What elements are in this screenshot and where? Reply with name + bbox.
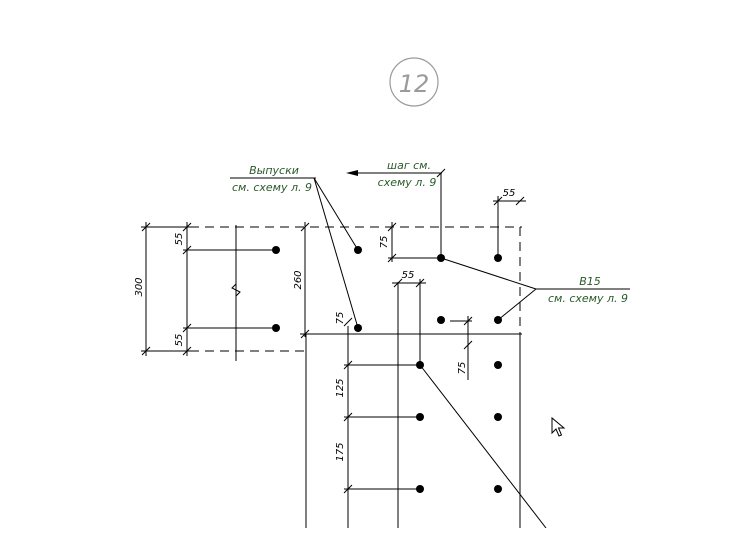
rebar-dot [416, 413, 424, 421]
dimension-55-right: 55 [493, 188, 526, 258]
rebar-dot [437, 316, 445, 324]
dimension-75-right: 75 [450, 316, 473, 380]
dim-260-label: 260 [293, 270, 304, 289]
dimension-55-mid: 55 [392, 270, 426, 365]
sheet-number: 12 [399, 70, 430, 98]
arrow-left-icon [346, 170, 358, 176]
callout-step: шаг см. схему л. 9 [346, 159, 446, 258]
dim-55-mid-label: 55 [402, 270, 415, 281]
dim-75-mid-label: 75 [335, 312, 346, 325]
dashed-outline [145, 226, 522, 352]
callout-step-line2: схему л. 9 [378, 176, 437, 189]
dim-55-top-label: 55 [174, 233, 185, 246]
sheet-number-circle [389, 57, 439, 107]
dim-55-right-label: 55 [503, 188, 516, 199]
dimension-300: 300 [134, 222, 192, 356]
sheet-number-marker: 12 [389, 57, 439, 107]
callout-outlets: Выпуски см. схему л. 9 [230, 164, 359, 329]
callout-step-line1: шаг см. [387, 159, 431, 172]
rebar-dot [272, 246, 280, 254]
callout-bar-line2: см. схему л. 9 [548, 292, 628, 305]
rebar-dot [272, 324, 280, 332]
dimension-260: 260 [293, 222, 310, 339]
diagonal-leader-line [419, 364, 547, 529]
mouse-cursor-icon [551, 416, 566, 437]
dim-75-upper-label: 75 [379, 236, 390, 249]
callout-bar: B15 см. схему л. 9 [440, 257, 630, 321]
dim-125-label: 125 [335, 378, 346, 397]
dim-175-label: 175 [335, 442, 346, 461]
rebar-dot [416, 485, 424, 493]
callout-outlets-line1: Выпуски [249, 164, 299, 177]
callout-outlets-line2: см. схему л. 9 [232, 181, 312, 194]
dimension-75-upper: 75 [379, 222, 442, 263]
dimension-55-left: 55 55 [174, 222, 276, 356]
callout-bar-line1: B15 [579, 275, 601, 288]
dim-55-bottom-label: 55 [174, 334, 185, 347]
rebar-dot [494, 485, 502, 493]
dim-300-label: 300 [134, 277, 145, 296]
rebar-dot [494, 413, 502, 421]
rebar-dot [494, 254, 502, 262]
dimension-125-175: 125 175 [335, 330, 420, 495]
rebar-dot [494, 361, 502, 369]
dim-75-right-label: 75 [457, 362, 468, 375]
break-symbol [231, 283, 241, 297]
dimension-75-mid: 75 [300, 312, 360, 335]
